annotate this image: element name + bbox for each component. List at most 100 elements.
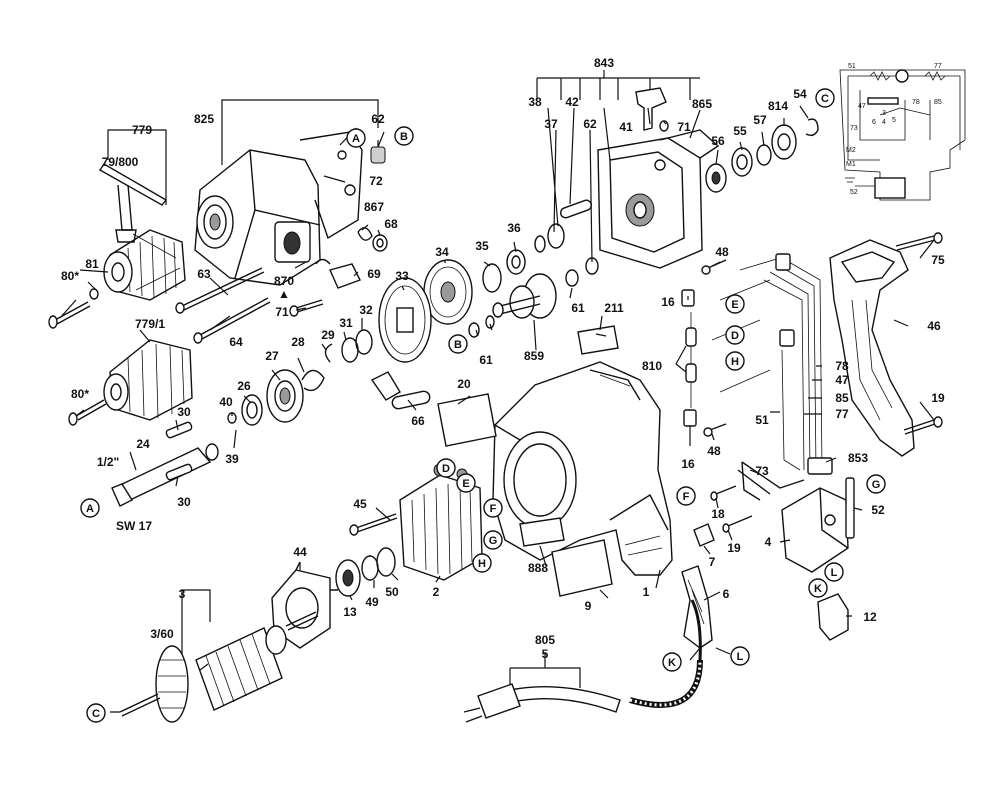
wiring-harness (711, 253, 823, 471)
label-72: 72 (369, 174, 383, 188)
label-30-lower: 30 (177, 495, 191, 509)
svg-text:3: 3 (882, 110, 886, 117)
pin-38-ring-37 (534, 199, 593, 253)
label-779: 779 (132, 123, 152, 137)
screws-75-19 (895, 232, 943, 435)
schematic-labels: 51 77 47 73 6 3 78 85 4 5 M2 M1 52 (846, 63, 942, 196)
label-26: 26 (237, 379, 251, 393)
gear-shaft-859 (492, 273, 557, 319)
label-805: 805 (535, 633, 555, 647)
wiring-schematic (839, 69, 966, 201)
leader-lines (59, 105, 935, 713)
label-779-1: 779/1 (135, 317, 165, 331)
label-30-upper: 30 (177, 405, 191, 419)
motor-housing-1 (492, 361, 673, 576)
svg-text:G: G (489, 535, 498, 547)
bracket-73 (737, 461, 805, 501)
label-24: 24 (136, 437, 150, 451)
triangle-marker: ▲ (278, 287, 290, 301)
label-870: 870 (274, 274, 294, 288)
label-75: 75 (931, 253, 945, 267)
chuck-key (98, 129, 168, 243)
callout-circles: A B C B A E D H D E F G H F G K L K L C (80, 88, 886, 723)
label-51: 51 (755, 413, 769, 427)
svg-text:E: E (462, 478, 469, 490)
callout-d-field: D (436, 458, 456, 478)
label-843: 843 (594, 56, 614, 70)
label-2: 2 (433, 585, 440, 599)
svg-text:F: F (683, 491, 690, 503)
label-31: 31 (339, 316, 353, 330)
label-9: 9 (585, 599, 592, 613)
label-865: 865 (692, 97, 712, 111)
svg-text:D: D (731, 330, 739, 342)
svg-text:B: B (400, 131, 408, 143)
callout-b-top: B (394, 126, 414, 146)
label-4: 4 (765, 535, 772, 549)
screw-80-lower (68, 399, 107, 426)
bearing-plate (597, 129, 720, 269)
label-1: 1 (643, 585, 650, 599)
label-71-top: 71 (677, 120, 691, 134)
gear-33 (378, 277, 432, 363)
label-32: 32 (359, 303, 373, 317)
label-19-switch: 19 (727, 541, 741, 555)
svg-text:47: 47 (858, 103, 866, 110)
callout-k-cord: K (662, 652, 682, 672)
label-34: 34 (435, 245, 449, 259)
callout-a-top: A (346, 128, 366, 148)
svg-text:M2: M2 (846, 147, 856, 154)
label-42: 42 (565, 95, 579, 109)
label-81: 81 (85, 257, 99, 271)
washer-35 (482, 263, 502, 293)
gear-housing-825 (194, 99, 379, 286)
callout-f-field: F (483, 498, 503, 518)
label-79-800: 79/800 (102, 155, 139, 169)
svg-text:85: 85 (934, 99, 942, 106)
label-49: 49 (365, 595, 379, 609)
label-859: 859 (524, 349, 544, 363)
label-16-upper: 16 (661, 295, 675, 309)
label-61-right: 61 (571, 301, 585, 315)
label-half-inch: 1/2" (97, 455, 119, 469)
label-69: 69 (367, 267, 381, 281)
label-80-upper: 80* (61, 269, 79, 283)
svg-text:H: H (731, 356, 739, 368)
svg-text:78: 78 (912, 99, 920, 106)
bracket-843 (536, 70, 700, 100)
label-48-upper: 48 (715, 245, 729, 259)
svg-text:K: K (814, 583, 822, 595)
label-33: 33 (395, 269, 409, 283)
svg-text:C: C (821, 93, 829, 105)
callout-h-field: H (472, 553, 492, 573)
svg-text:E: E (731, 299, 738, 311)
clip-867 (357, 227, 388, 252)
label-12: 12 (863, 610, 877, 624)
svg-text:B: B (454, 339, 462, 351)
svg-text:A: A (352, 133, 360, 145)
carbon-brushes-16 (681, 289, 697, 427)
label-28: 28 (291, 335, 305, 349)
callout-h-right: H (725, 351, 745, 371)
callout-e-right: E (725, 294, 745, 314)
label-50: 50 (385, 585, 399, 599)
callout-k-switch: K (808, 578, 828, 598)
label-sw17: SW 17 (116, 519, 152, 533)
washers-61 (468, 269, 579, 338)
callout-f-switch: F (676, 486, 696, 506)
keyless-chuck (103, 339, 193, 421)
svg-text:73: 73 (850, 125, 858, 132)
label-62-center: 62 (583, 117, 597, 131)
label-825: 825 (194, 112, 214, 126)
svg-text:G: G (872, 479, 881, 491)
brush-holders-810 (685, 312, 697, 408)
screws-18-19-switch (710, 485, 753, 533)
nut-36 (506, 249, 526, 275)
label-57: 57 (753, 113, 767, 127)
callout-l-switch: L (824, 562, 844, 582)
callout-d-right: D (725, 325, 745, 345)
label-46: 46 (927, 319, 941, 333)
screw-80-upper (48, 288, 99, 329)
svg-text:D: D (442, 463, 450, 475)
